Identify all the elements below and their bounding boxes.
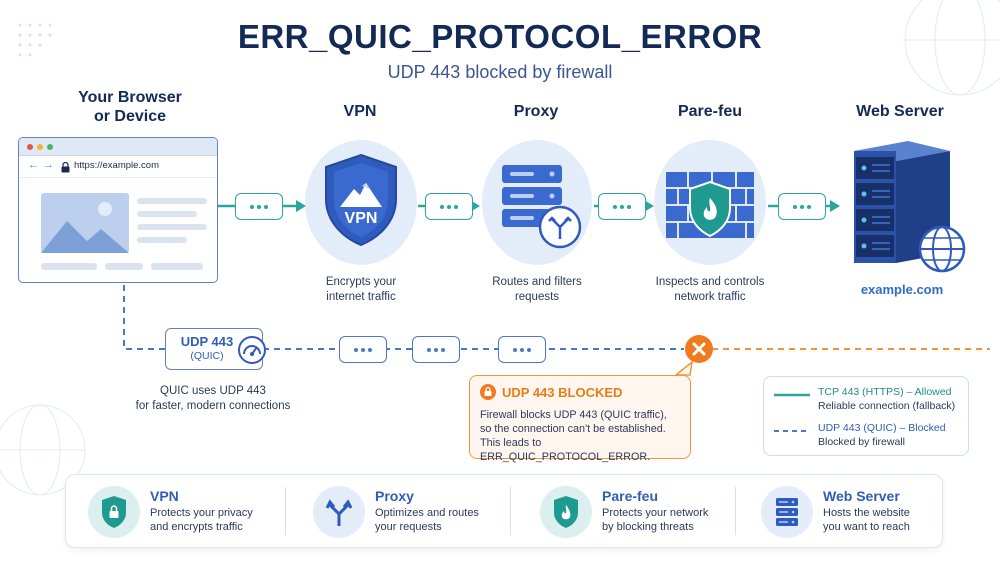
shield-flame-icon: [540, 486, 592, 538]
forward-arrow-icon[interactable]: →: [43, 159, 54, 171]
tcp-connector-4: [778, 193, 826, 220]
browser-titlebar: [19, 138, 217, 156]
address-bar[interactable]: https://example.com: [74, 160, 160, 171]
blocked-description: Firewall blocks UDP 443 (QUIC traffic),s…: [480, 409, 667, 463]
text-line-placeholder: [137, 211, 197, 217]
text-line-placeholder: [151, 263, 203, 270]
server-domain: example.com: [860, 282, 944, 297]
text-line-placeholder: [137, 237, 187, 243]
firewall-icon: [666, 172, 754, 238]
legend-tcp-label: TCP 443 (HTTPS) – Allowed: [818, 386, 952, 398]
server-icon: [761, 486, 813, 538]
web-server-icon: [854, 141, 966, 273]
legend-dashed-line: [774, 430, 810, 432]
legend: TCP 443 (HTTPS) – Allowed Reliable conne…: [763, 376, 969, 456]
blocked-x-icon: [685, 335, 713, 363]
speedometer-icon: [238, 336, 266, 364]
page-title: ERR_QUIC_PROTOCOL_ERROR: [237, 18, 763, 55]
firewall-title: Pare-feu: [677, 103, 743, 120]
proxy-title: Proxy: [513, 103, 559, 120]
lock-icon: [61, 162, 70, 173]
browser-toolbar: ← → https://example.com: [19, 156, 217, 178]
minimize-dot-icon: [37, 144, 43, 150]
tcp-connector-2: [425, 193, 473, 220]
server-title: Web Server: [856, 103, 944, 120]
split-arrows-icon: [313, 486, 365, 538]
shield-lock-icon: [88, 486, 140, 538]
legend-tcp-desc: Reliable connection (fallback): [818, 400, 956, 412]
blocked-title: UDP 443 BLOCKED: [502, 385, 623, 400]
vpn-badge-label: VPN: [344, 210, 378, 227]
legend-solid-line: [774, 393, 810, 397]
legend-udp-label: UDP 443 (QUIC) – Blocked: [818, 422, 946, 434]
udp-connector-3: [498, 336, 546, 363]
image-placeholder-icon: [41, 193, 129, 253]
summary-divider: [285, 487, 286, 535]
text-line-placeholder: [41, 263, 97, 270]
legend-udp-desc: Blocked by firewall: [818, 436, 905, 448]
text-line-placeholder: [137, 198, 207, 204]
page-subtitle: UDP 443 blocked by firewall: [387, 62, 613, 82]
browser-title: Your Browser or Device: [78, 89, 182, 125]
close-dot-icon: [27, 144, 33, 150]
maximize-dot-icon: [47, 144, 53, 150]
summary-divider: [735, 487, 736, 535]
text-line-placeholder: [137, 224, 207, 230]
padlock-icon: [480, 384, 496, 400]
vpn-shield-icon: [325, 153, 397, 247]
tcp-connector-1: [235, 193, 283, 220]
text-line-placeholder: [105, 263, 143, 270]
vpn-title: VPN: [343, 103, 377, 120]
proxy-server-icon: [502, 165, 582, 249]
udp-connector-1: [339, 336, 387, 363]
udp-label-main: UDP 443: [180, 334, 234, 349]
tcp-connector-3: [598, 193, 646, 220]
udp-connector-2: [412, 336, 460, 363]
udp-quic-label-box: UDP 443 (QUIC): [165, 328, 263, 370]
back-arrow-icon[interactable]: ←: [28, 159, 39, 171]
blocked-callout: UDP 443 BLOCKED Firewall blocks UDP 443 …: [469, 375, 691, 463]
browser-window: ← → https://example.com: [18, 137, 218, 283]
summary-divider: [510, 487, 511, 535]
udp-label-sub: (QUIC): [190, 350, 224, 362]
